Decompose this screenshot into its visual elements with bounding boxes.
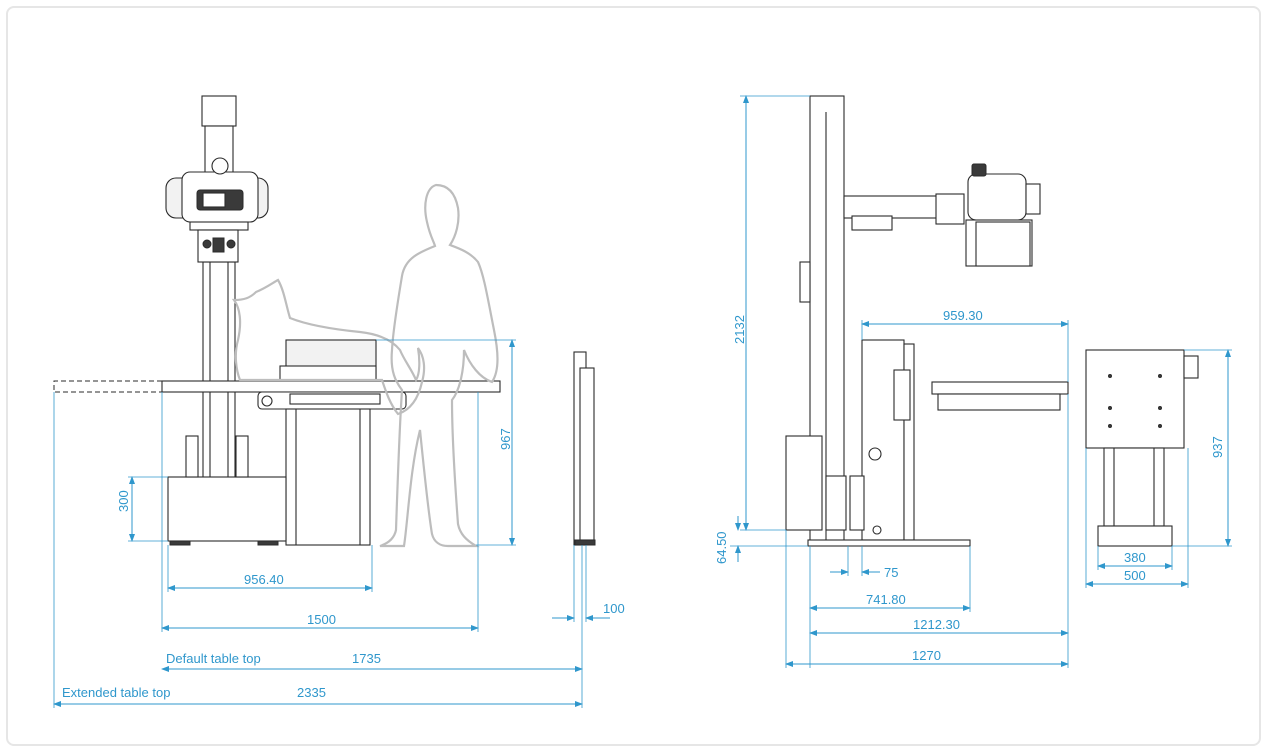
extended-table-top-caption: Extended table top <box>62 685 170 700</box>
side-end-view <box>1085 349 1199 547</box>
dim-937-label: 937 <box>1210 436 1225 458</box>
dim-300-label: 300 <box>116 490 131 512</box>
dog-silhouette <box>231 278 426 416</box>
dim-2335-label: 2335 <box>297 685 326 700</box>
dim-1735-label: 1735 <box>352 651 381 666</box>
dim-741-label: 741.80 <box>866 592 906 607</box>
human-silhouette <box>379 183 499 548</box>
side-view-equipment <box>785 95 1069 547</box>
dim-967-label: 967 <box>498 428 513 450</box>
dim-6450-label: 64.50 <box>714 531 729 564</box>
dim-75-label: 75 <box>884 565 898 580</box>
technical-drawing: 300 967 956.40 1500 100 Default table to… <box>53 95 1232 708</box>
front-dimensions: 300 967 956.40 1500 100 Default table to… <box>53 339 625 708</box>
dim-100-label: 100 <box>603 601 625 616</box>
dim-1212-label: 1212.30 <box>913 617 960 632</box>
dim-380-label: 380 <box>1124 550 1146 565</box>
end-view-panel <box>573 351 596 546</box>
dim-956-label: 956.40 <box>244 572 284 587</box>
front-view-equipment <box>53 95 501 546</box>
dim-1270-label: 1270 <box>912 648 941 663</box>
side-dimensions: 2132 64.50 75 959.30 741.80 1212.30 1270 <box>714 95 1232 668</box>
dim-500-label: 500 <box>1124 568 1146 583</box>
dim-2132-label: 2132 <box>732 315 747 344</box>
default-table-top-caption: Default table top <box>166 651 261 666</box>
dim-1500-label: 1500 <box>307 612 336 627</box>
dim-959-label: 959.30 <box>943 308 983 323</box>
